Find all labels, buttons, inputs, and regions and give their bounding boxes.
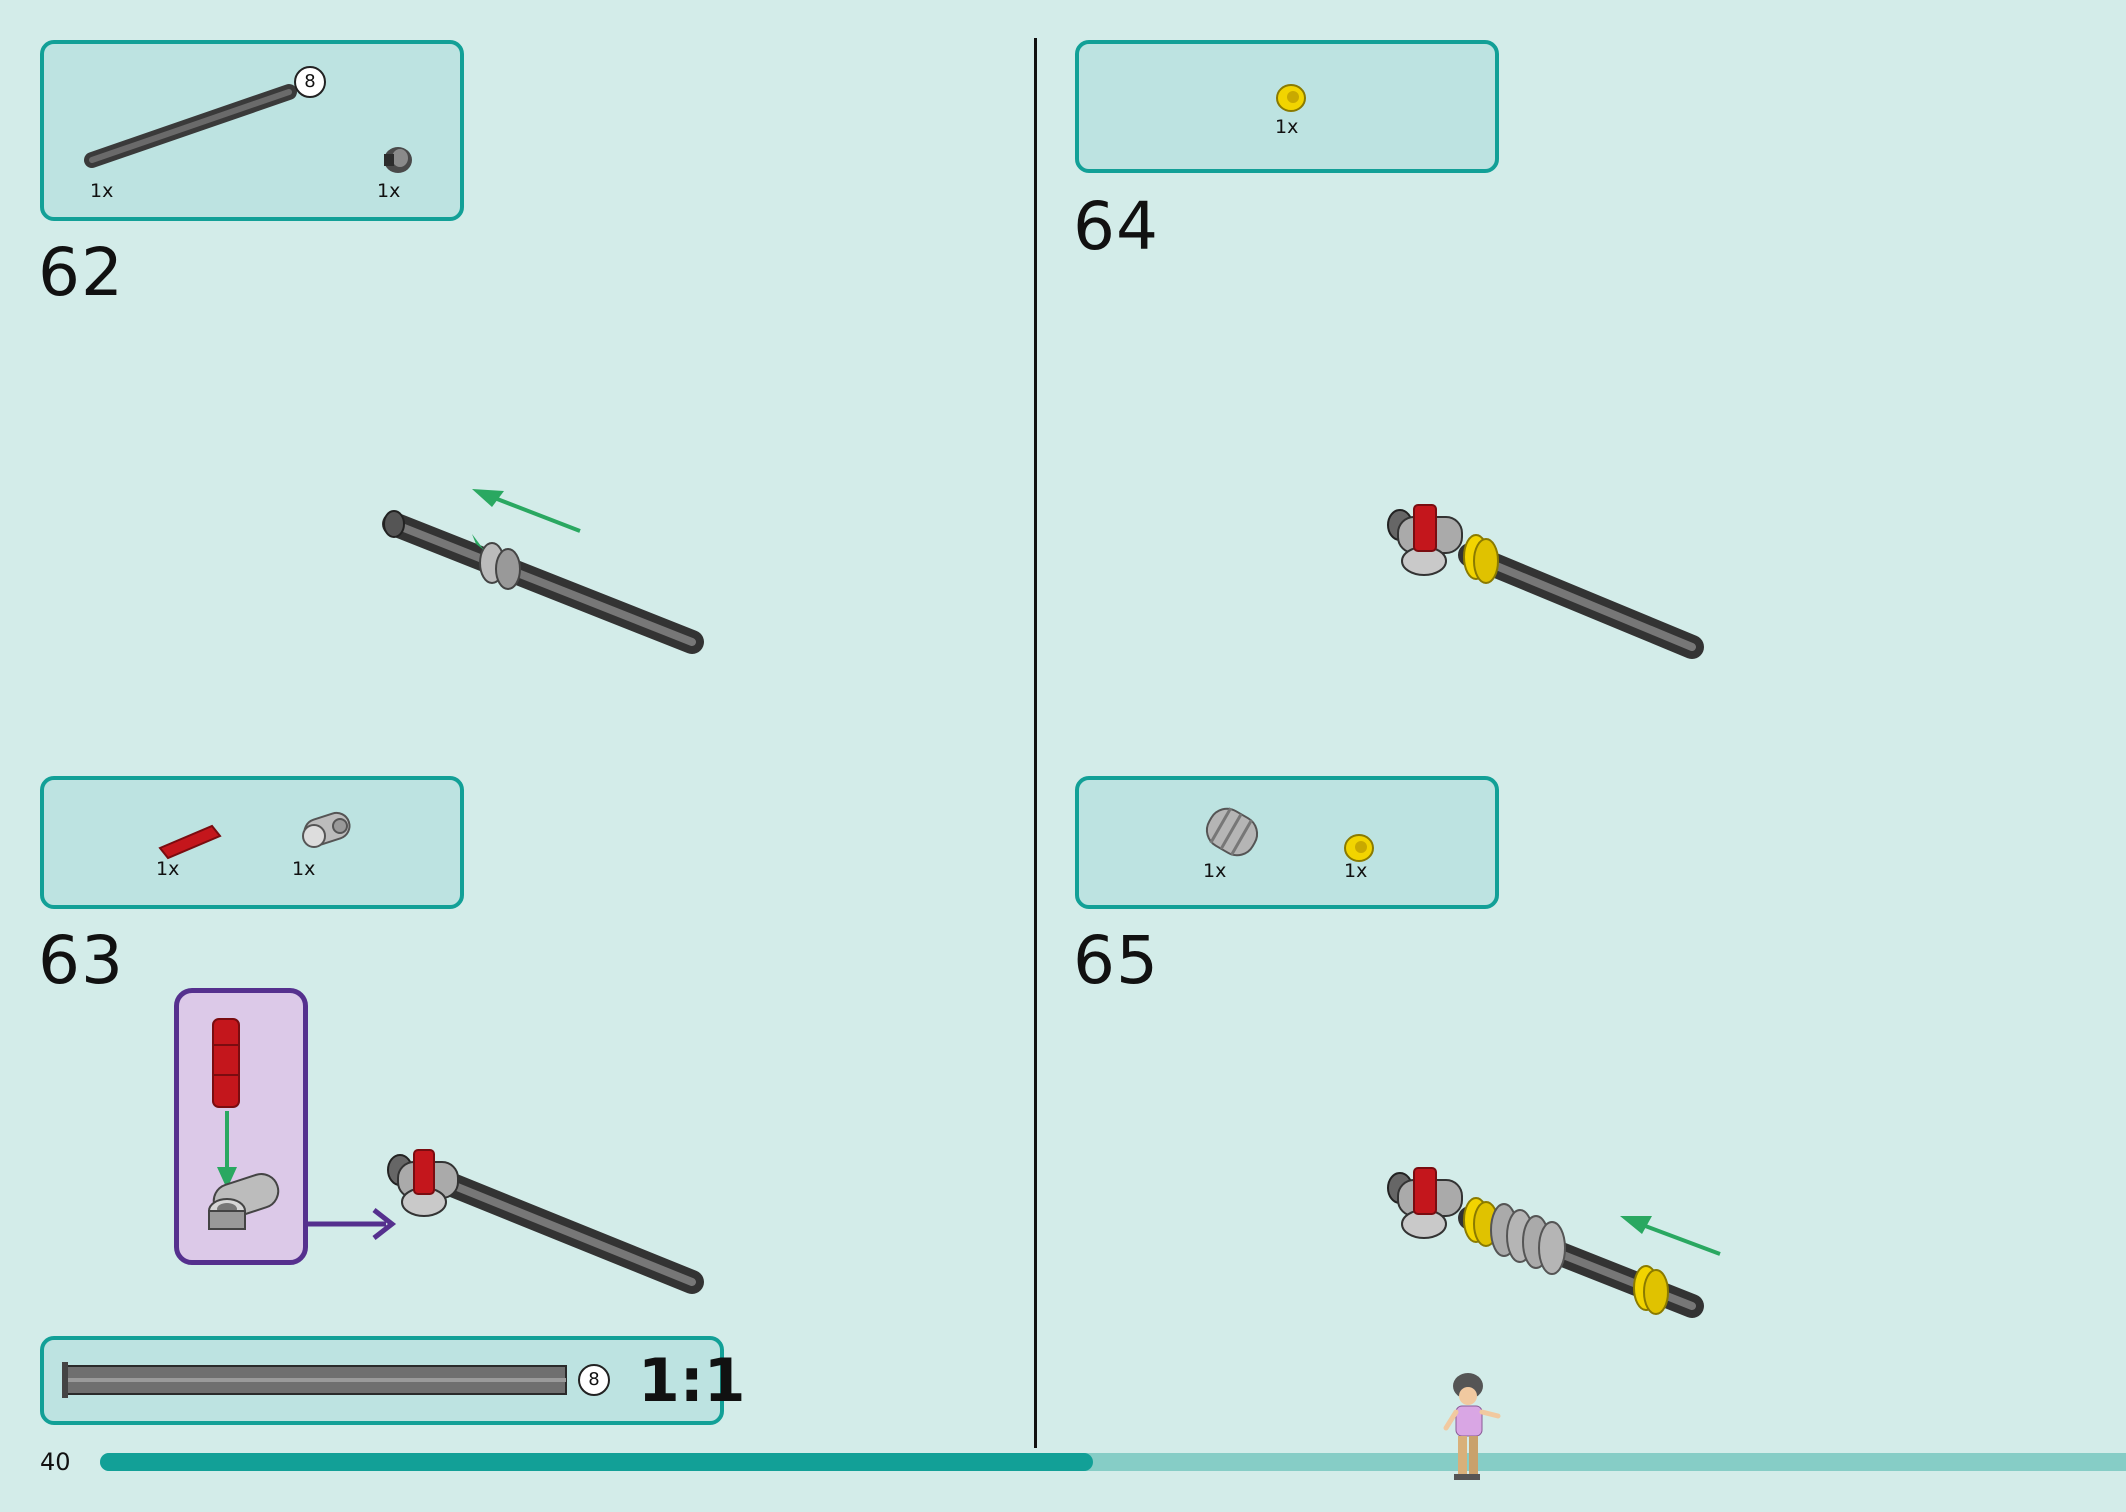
step-64-assembly-illustration [1387, 504, 1704, 659]
part-qty: 1x [90, 180, 114, 202]
yellow-bush-part-icon [1276, 84, 1306, 112]
minifigure-icon [1443, 1373, 1501, 1480]
sub-assembly-callout [174, 988, 308, 1265]
page-progress-bar [100, 1453, 2126, 1471]
parts-box-step-64: 1x [1075, 40, 1499, 173]
axle-part-icon [84, 84, 297, 168]
axle-length-badge: 8 [294, 66, 326, 98]
step-63-assembly-illustration [387, 1149, 704, 1294]
step-number: 65 [1073, 922, 1159, 999]
axle-length-badge: 8 [578, 1364, 610, 1396]
gray-connector-icon [208, 1173, 280, 1230]
page-progress-fill [100, 1453, 1093, 1471]
column-divider [1034, 38, 1037, 1448]
part-qty: 1x [1203, 860, 1227, 882]
bush-part-icon [384, 147, 412, 173]
parts-box-step-62: 8 1x 1x [40, 40, 464, 221]
gray-worm-gear-part-icon [1205, 807, 1259, 857]
step-62-assembly-illustration [382, 510, 704, 654]
part-qty: 1x [1344, 860, 1368, 882]
step-number: 63 [38, 922, 124, 999]
red-axle-pin-icon [212, 1018, 240, 1108]
arrow-icon [472, 489, 581, 533]
gray-connector-part-icon [302, 811, 351, 848]
arrow-icon [1620, 1216, 1721, 1256]
red-axle-pin-part-icon [158, 824, 222, 860]
parts-box-step-65: 1x 1x [1075, 776, 1499, 909]
part-qty: 1x [292, 858, 316, 880]
part-qty: 1x [1275, 116, 1299, 138]
parts-box-step-63: 1x 1x [40, 776, 464, 909]
arrow-icon [472, 534, 484, 550]
scale-reference-box: 8 1:1 [40, 1336, 746, 1425]
yellow-bush-part-icon [1344, 834, 1374, 862]
callout-pointer-arrow-icon [308, 1208, 397, 1240]
part-qty: 1x [377, 180, 401, 202]
part-qty: 1x [156, 858, 180, 880]
step-65-assembly-illustration [1387, 1167, 1704, 1318]
scale-label: 1:1 [638, 1346, 746, 1416]
axle-1to1-icon [62, 1362, 567, 1398]
step-number: 64 [1073, 188, 1159, 265]
arrow-icon [217, 1111, 237, 1189]
step-number: 62 [38, 234, 124, 311]
page-number: 40 [40, 1448, 71, 1476]
